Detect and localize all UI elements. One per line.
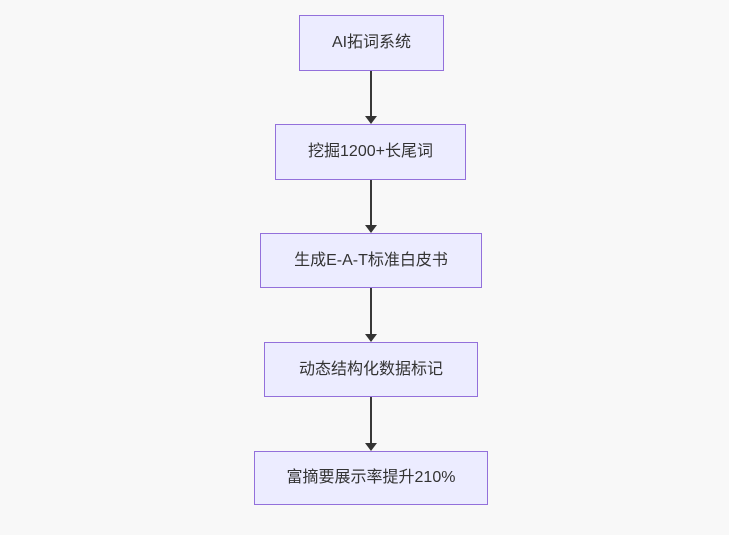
flow-node-structured-data-markup: 动态结构化数据标记: [264, 342, 478, 397]
node-label: 生成E-A-T标准白皮书: [294, 251, 448, 269]
node-label: 动态结构化数据标记: [298, 360, 443, 378]
arrowhead-down-icon: [365, 225, 377, 233]
node-label: 富摘要展示率提升210%: [286, 469, 456, 487]
node-label: 挖掘1200+长尾词: [308, 143, 433, 161]
flow-edge-1: [364, 71, 378, 124]
flow-edge-4: [364, 397, 378, 451]
node-label: AI拓词系统: [331, 34, 412, 52]
flow-edge-3: [364, 288, 378, 342]
flow-node-eat-whitepaper: 生成E-A-T标准白皮书: [260, 233, 482, 288]
flow-edge-2: [364, 180, 378, 233]
flow-node-longtail-mining: 挖掘1200+长尾词: [275, 124, 466, 180]
flow-node-ai-expansion-system: AI拓词系统: [299, 15, 444, 71]
arrowhead-down-icon: [365, 443, 377, 451]
flow-node-rich-snippet-uplift: 富摘要展示率提升210%: [254, 451, 488, 505]
arrowhead-down-icon: [365, 334, 377, 342]
arrow-line: [370, 397, 372, 443]
arrow-line: [370, 71, 372, 116]
arrow-line: [370, 180, 372, 225]
arrow-line: [370, 288, 372, 334]
arrowhead-down-icon: [365, 116, 377, 124]
